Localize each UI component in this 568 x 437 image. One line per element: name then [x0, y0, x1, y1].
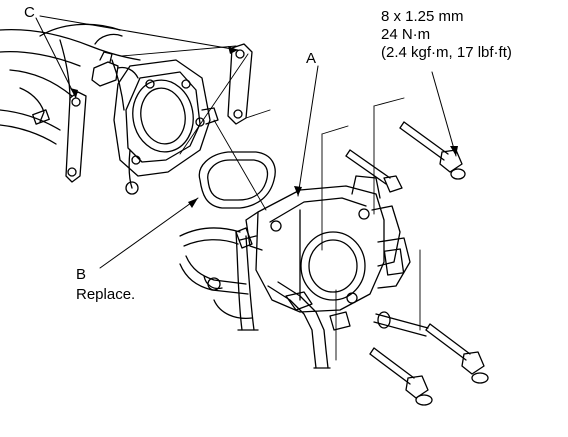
- alignment-lines: [121, 45, 421, 361]
- bolt-size-text: 8 x 1.25 mm: [381, 8, 464, 25]
- gasket-b: [198, 151, 276, 209]
- bracket-c-right: [227, 43, 253, 125]
- callout-label-b: B: [76, 266, 87, 283]
- bolt-lower-1: [369, 347, 433, 406]
- torque-spec-block: 8 x 1.25 mm 24 N·m (2.4 kgf·m, 17 lbf·ft…: [381, 8, 512, 62]
- intake-manifold: [0, 23, 141, 145]
- bracket-c-left: [65, 91, 87, 183]
- bolt-lower-2: [425, 323, 489, 384]
- torque-nm-text: 24 N·m: [381, 26, 431, 43]
- callout-label-b-note: Replace.: [76, 286, 136, 303]
- torque-alt-text: (2.4 kgf·m, 17 lbf·ft): [381, 44, 512, 61]
- hose-clamp: [373, 311, 429, 337]
- hoses-and-cables: [179, 227, 351, 369]
- callout-label-c: C: [24, 4, 35, 21]
- bolt-upper-2: [399, 121, 466, 180]
- throttle-body-a: [235, 175, 411, 313]
- callout-leaders: [35, 15, 457, 269]
- callout-arrowheads: [70, 46, 458, 208]
- bolt-upper-1: [345, 149, 403, 193]
- manifold-flange: [113, 59, 219, 195]
- callout-label-a: A: [306, 50, 317, 67]
